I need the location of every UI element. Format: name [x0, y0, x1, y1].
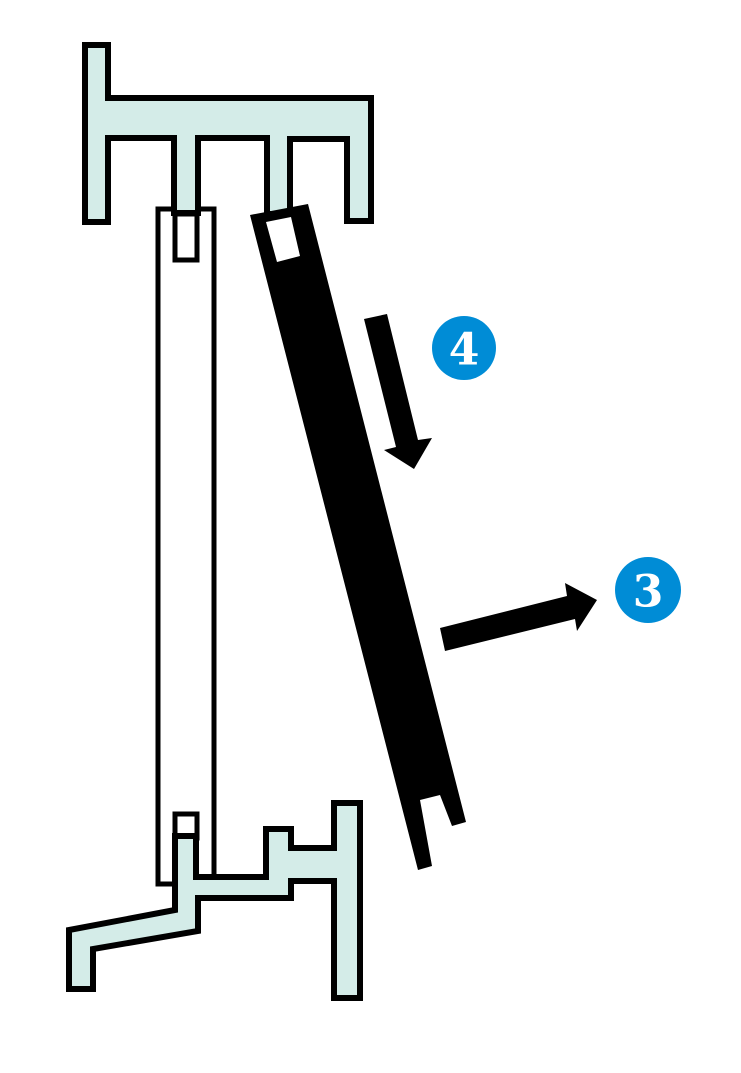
fixed-glass-pane [155, 206, 217, 887]
top-frame-profile [82, 42, 374, 225]
pane-top-slot [266, 217, 300, 262]
callout-3-label: 3 [633, 567, 664, 618]
callout-badge-4: 4 [432, 316, 496, 380]
bottom-frame-profile [66, 800, 363, 1001]
tilted-glass-pane [250, 204, 466, 870]
arrow-down-icon [364, 314, 432, 469]
top-glass-slot [172, 211, 200, 263]
callout-badge-3: 3 [615, 557, 681, 623]
callout-4-label: 4 [449, 325, 480, 376]
arrow-right-icon [440, 583, 597, 651]
